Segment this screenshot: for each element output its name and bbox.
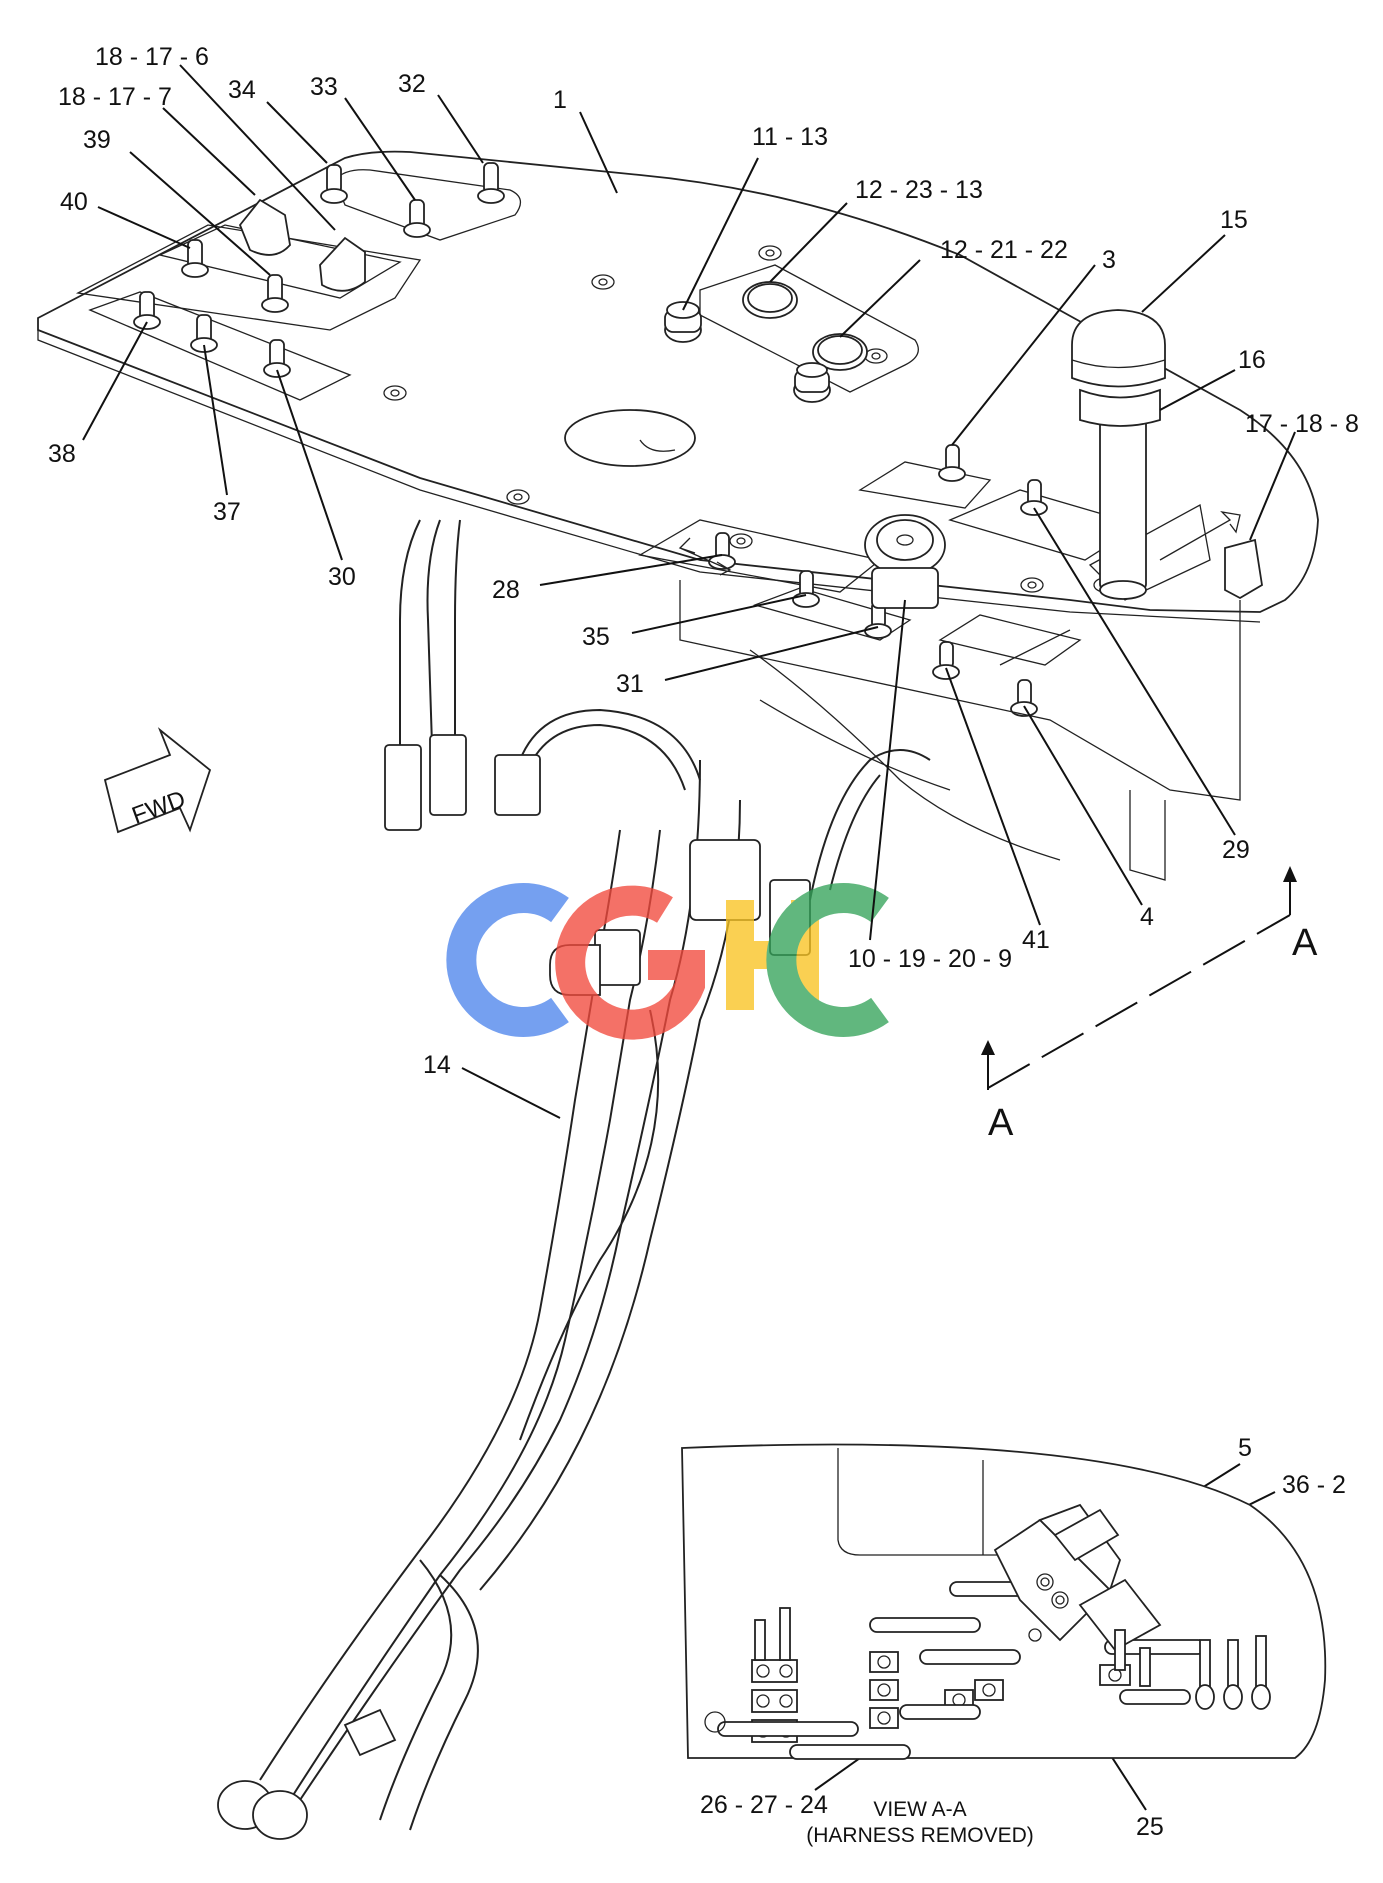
harness-clip (343, 1708, 397, 1757)
connector-loop-plug (494, 754, 541, 816)
callout-1: 1 (553, 86, 567, 114)
push-buttons (664, 281, 868, 403)
callout-26-27-24: 26 - 27 - 24 (700, 1791, 828, 1819)
callout-10-19-20-9: 10 - 19 - 20 - 9 (848, 945, 1012, 973)
callout-18-17-7: 18 - 17 - 7 (58, 83, 172, 111)
callout-36-2: 36 - 2 (1282, 1471, 1346, 1499)
fwd-arrow: FWD (103, 727, 212, 834)
callout-15: 15 (1220, 206, 1248, 234)
callout-30: 30 (328, 563, 356, 591)
callout-31: 31 (616, 670, 644, 698)
callout-12-21-22: 12 - 21 - 22 (940, 236, 1068, 264)
panel-arrow-f (1159, 511, 1241, 561)
console-panel (37, 150, 1319, 881)
callout-16: 16 (1238, 346, 1266, 374)
connector-square (594, 929, 641, 986)
callout-37: 37 (213, 498, 241, 526)
watermark-logo (446, 883, 889, 1040)
inset-view-a-a: VIEW A-A (HARNESS REMOVED) (681, 1443, 1327, 1847)
pendant-plug-left (384, 744, 422, 831)
rocker-switch (1224, 538, 1263, 600)
callout-4: 4 (1140, 903, 1154, 931)
panel-arrow-r (999, 629, 1071, 666)
section-letter-bottom: A (988, 1102, 1014, 1144)
callout-17-18-8: 17 - 18 - 8 (1245, 410, 1359, 438)
callout-labels: 18 - 17 - 6 18 - 17 - 7 34 33 32 1 39 11… (48, 43, 1359, 1841)
section-line-a-a: A A (981, 866, 1318, 1144)
section-letter-top: A (1292, 922, 1318, 964)
rotary-knobs (238, 198, 366, 292)
callout-29: 29 (1222, 836, 1250, 864)
joystick (1071, 309, 1166, 600)
callout-11-13: 11 - 13 (752, 123, 828, 151)
trunk-end-right (252, 1790, 308, 1840)
callout-12-23-13: 12 - 23 - 13 (855, 176, 983, 204)
inset-pins-right (1114, 1629, 1271, 1710)
callout-3: 3 (1102, 246, 1116, 274)
callout-25: 25 (1136, 1813, 1164, 1841)
callout-40: 40 (60, 188, 88, 216)
callout-32: 32 (398, 70, 426, 98)
callout-38: 38 (48, 440, 76, 468)
callout-35: 35 (582, 623, 610, 651)
toggle-switches-right (708, 444, 1048, 717)
inset-caption-line2: (HARNESS REMOVED) (806, 1824, 1034, 1847)
inset-caption-line1: VIEW A-A (873, 1798, 966, 1821)
callout-39: 39 (83, 126, 111, 154)
callout-14: 14 (423, 1051, 451, 1079)
callout-5: 5 (1238, 1434, 1252, 1462)
callout-34: 34 (228, 76, 256, 104)
key-switch (864, 514, 946, 609)
pendant-plug-right (429, 734, 467, 816)
leader-lines (82, 64, 1296, 1811)
callout-28: 28 (492, 576, 520, 604)
callout-33: 33 (310, 73, 338, 101)
callout-41: 41 (1022, 926, 1050, 954)
callout-18-17-6: 18 - 17 - 6 (95, 43, 209, 71)
